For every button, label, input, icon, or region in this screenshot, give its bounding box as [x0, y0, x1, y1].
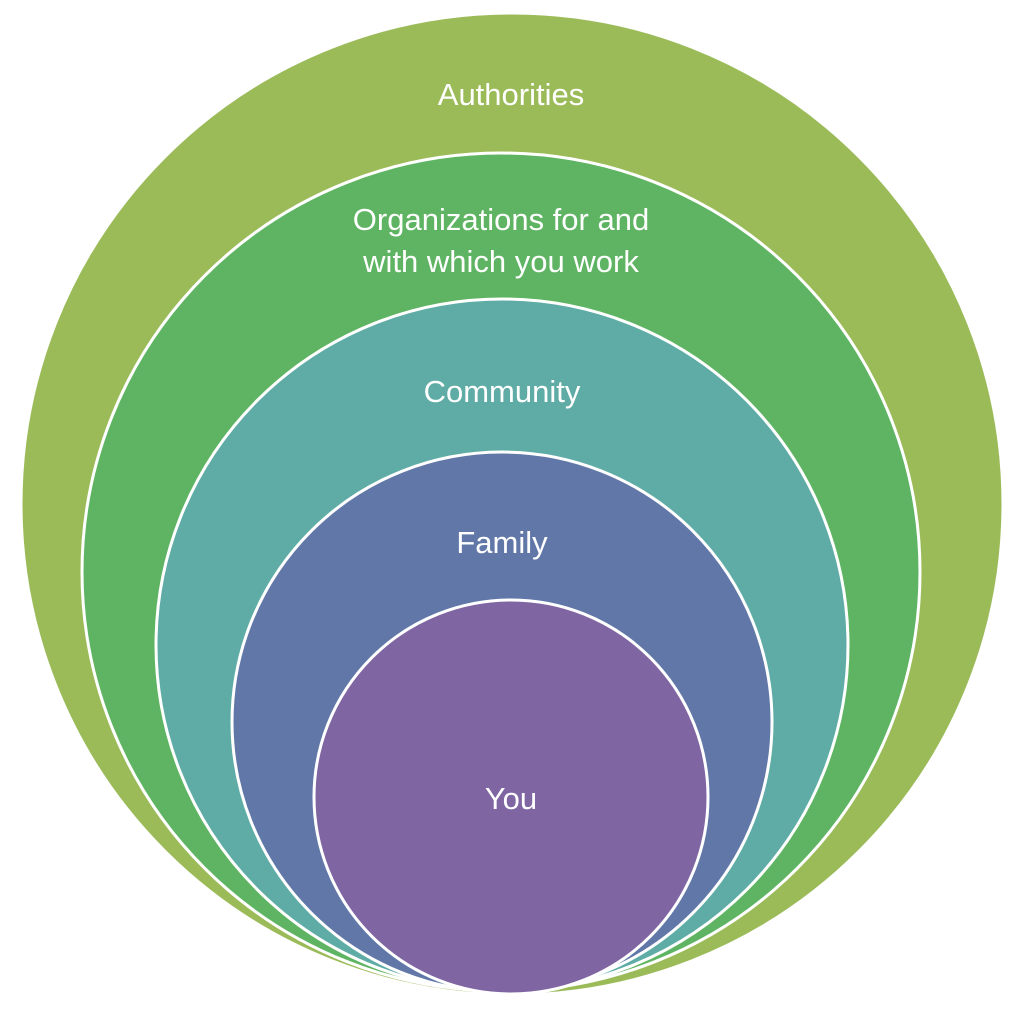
label-family: Family	[456, 525, 548, 560]
ring-you	[312, 598, 710, 996]
label-organizations-line2: with which you work	[362, 244, 639, 279]
label-authorities: Authorities	[438, 77, 584, 112]
label-you: You	[485, 781, 537, 816]
label-organizations-line1: Organizations for and	[353, 202, 649, 237]
label-community: Community	[424, 374, 581, 409]
